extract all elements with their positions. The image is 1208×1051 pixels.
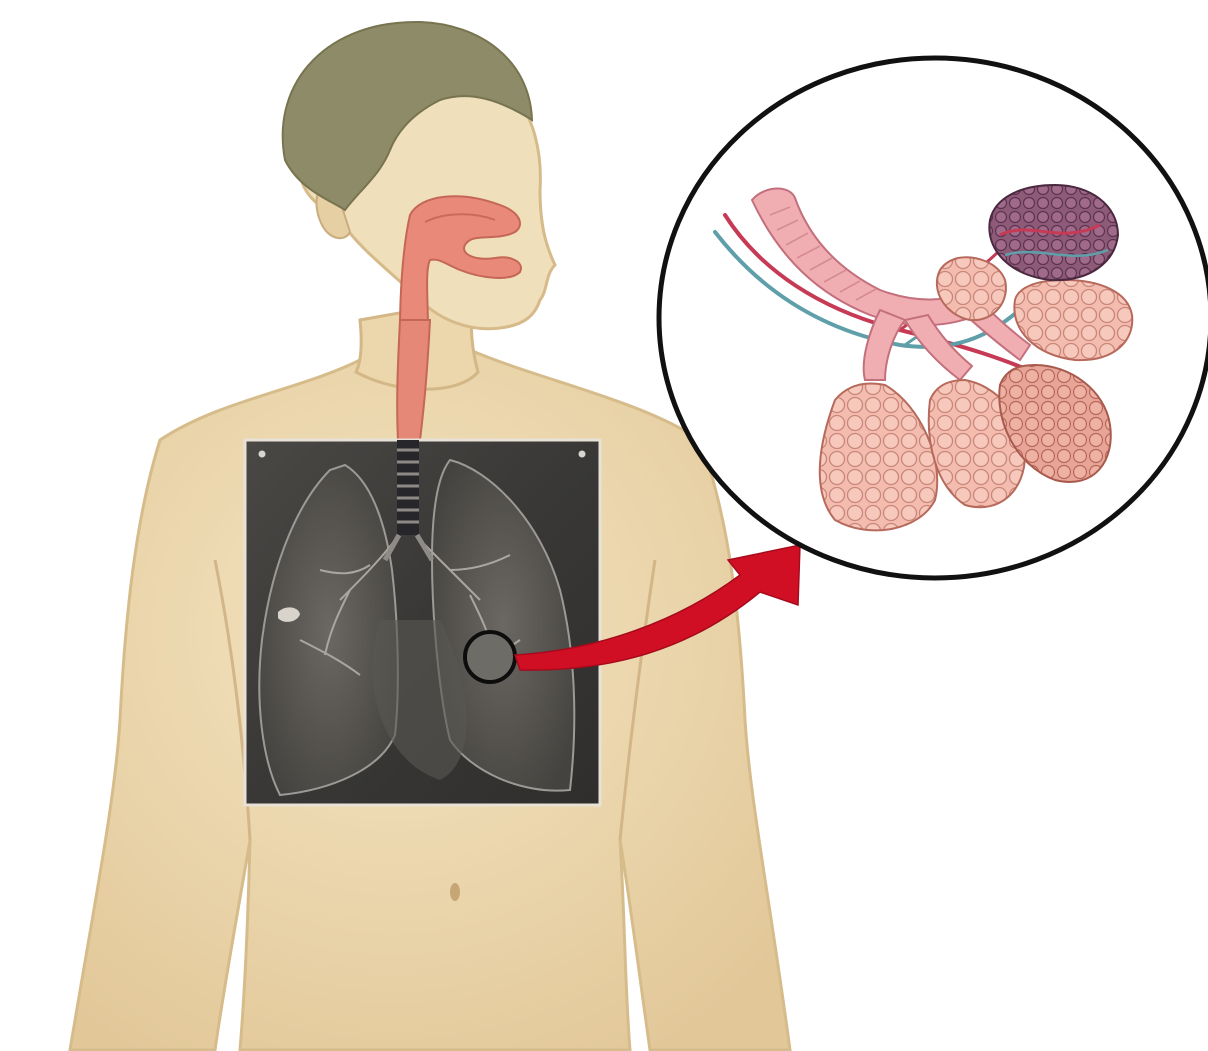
inset-circle — [659, 58, 1208, 578]
magnify-marker — [465, 632, 515, 682]
chest-xray — [245, 440, 600, 805]
xray-pin — [579, 451, 586, 458]
navel — [450, 883, 460, 901]
xray-pin — [259, 451, 266, 458]
